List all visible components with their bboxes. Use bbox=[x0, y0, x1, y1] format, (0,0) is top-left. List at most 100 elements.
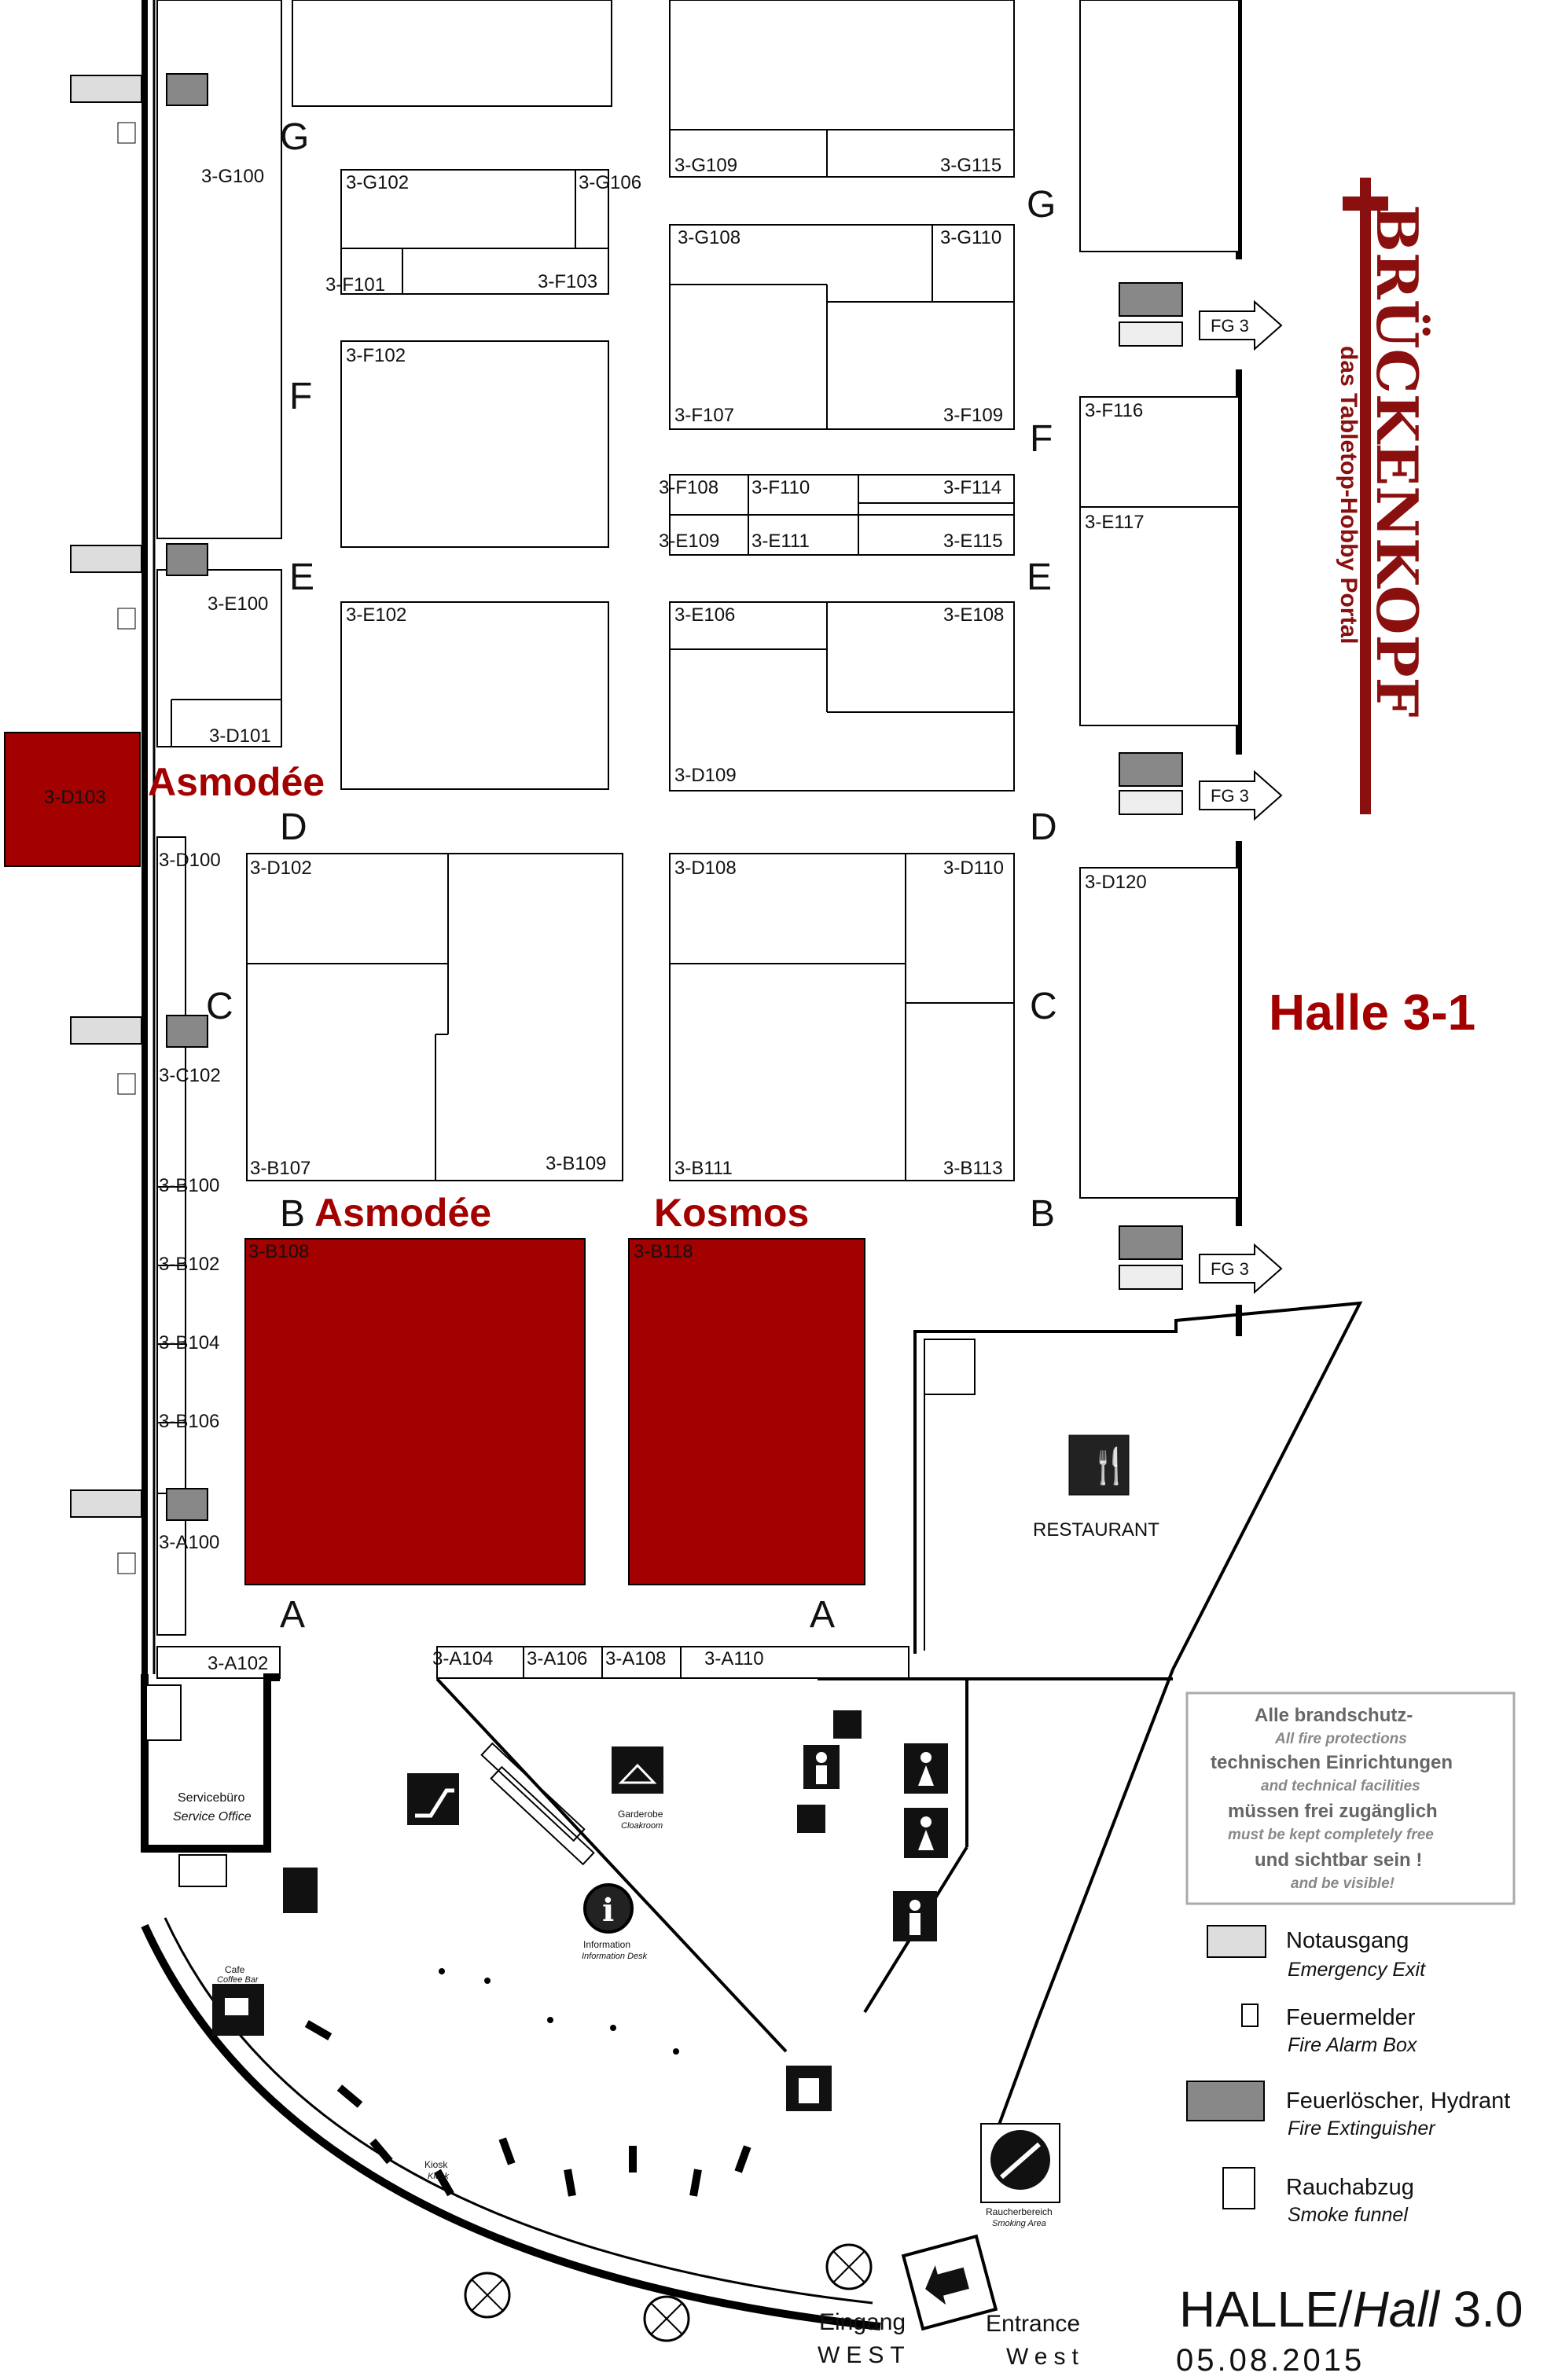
restaurant-label: RESTAURANT bbox=[1033, 1519, 1159, 1541]
stand-label: 3-B113 bbox=[943, 1158, 1003, 1179]
stand-label: 3-E102 bbox=[346, 604, 406, 626]
stand-block-f116 bbox=[1079, 396, 1240, 726]
fire-extinguisher-icon bbox=[1186, 2081, 1265, 2121]
stand-label: 3-E100 bbox=[208, 593, 268, 615]
stand-label: 3-E106 bbox=[674, 604, 735, 626]
stand-block-d120 bbox=[1079, 867, 1240, 1199]
stand-label: 3-G109 bbox=[674, 155, 737, 176]
legend-label-en: Smoke funnel bbox=[1288, 2204, 1409, 2226]
stand-label: 3-A104 bbox=[432, 1648, 493, 1669]
row-label-b-right: B bbox=[1030, 1193, 1055, 1235]
revolving-doors[interactable] bbox=[464, 2243, 873, 2342]
escalator-icon bbox=[407, 1773, 459, 1825]
row-label-f-left: F bbox=[289, 376, 312, 417]
row-label-e-right: E bbox=[1027, 556, 1052, 598]
stand-label: 3-E108 bbox=[943, 604, 1004, 626]
stand-block-e106 bbox=[669, 601, 1015, 791]
information-label: Information bbox=[583, 1939, 630, 1950]
row-label-c-right: C bbox=[1030, 986, 1057, 1027]
stand-block-g108 bbox=[669, 224, 1015, 430]
service-office-label: Servicebüro bbox=[178, 1791, 244, 1805]
stand-block-e100 bbox=[156, 569, 282, 747]
exhibitor-label-asmodee-b108: Asmodée bbox=[314, 1191, 491, 1235]
restaurant-area: 🍴 bbox=[913, 1301, 1363, 1670]
kiosk-label-en: Kiosk bbox=[428, 2172, 449, 2181]
stand-d103-asmodee[interactable] bbox=[4, 732, 141, 867]
brueckenkopf-logo: BRÜCKENKOPF das Tabletop-Hobby Portal bbox=[1336, 178, 1431, 814]
stand-label: 3-D120 bbox=[1085, 872, 1147, 893]
cafe-label-en: Coffee Bar bbox=[217, 1975, 259, 1985]
lobby-pillars bbox=[304, 1968, 751, 2197]
stand-label: 3-E109 bbox=[659, 531, 719, 552]
legend-label-en: Fire Extinguisher bbox=[1288, 2117, 1436, 2139]
logo-tagline: das Tabletop-Hobby Portal bbox=[1336, 346, 1361, 644]
left-wall bbox=[141, 0, 156, 1674]
legend-label: Rauchabzug bbox=[1286, 2175, 1414, 2200]
information-icon bbox=[583, 1883, 634, 1934]
entrance-label-de: Eingang bbox=[819, 2309, 906, 2335]
stand-label: 3-D103 bbox=[44, 787, 106, 808]
row-label-d-left: D bbox=[280, 806, 307, 848]
smoke-funnel-icon bbox=[1222, 2167, 1255, 2209]
notice-line: must be kept completely free bbox=[1228, 1827, 1434, 1843]
stand-block-e102 bbox=[340, 601, 609, 790]
stand-block-top-left bbox=[292, 0, 612, 107]
cloakroom-label-en: Cloakroom bbox=[621, 1821, 663, 1831]
left-wall-safety-markers bbox=[70, 73, 208, 1574]
stand-b118-kosmos[interactable] bbox=[628, 1238, 865, 1585]
plan-title: HALLE/Hall 3.0 bbox=[1179, 2281, 1523, 2338]
stand-block-f102 bbox=[340, 340, 609, 548]
row-label-c-left: C bbox=[206, 986, 233, 1027]
smoking-area-label-en: Smoking Area bbox=[992, 2219, 1046, 2228]
stand-label: 3-G108 bbox=[678, 227, 740, 248]
legend-label: Notausgang bbox=[1286, 1928, 1409, 1953]
stand-a102-box bbox=[156, 1646, 281, 1679]
row-label-f-right: F bbox=[1030, 418, 1053, 460]
stand-block-d108 bbox=[669, 853, 1015, 1181]
legend-label-en: Fire Alarm Box bbox=[1288, 2034, 1418, 2056]
row-label-d-right: D bbox=[1030, 806, 1057, 848]
stand-label: 3-F114 bbox=[943, 477, 1001, 498]
fire-alarm-icon bbox=[1241, 2004, 1259, 2027]
toilets bbox=[797, 1710, 948, 1941]
notice-line: und sichtbar sein ! bbox=[1255, 1849, 1422, 1871]
exhibitor-label-asmodee-d103: Asmodée bbox=[148, 760, 325, 804]
stand-label: 3-D100 bbox=[159, 850, 221, 871]
legend-label: Feuermelder bbox=[1286, 2005, 1416, 2030]
fire-gate-label: FG 3 bbox=[1211, 786, 1249, 806]
stand-label: 3-F102 bbox=[346, 345, 406, 366]
restaurant-icon bbox=[1068, 1434, 1130, 1496]
stand-label: 3-B102 bbox=[159, 1254, 219, 1275]
fire-gate-label: FG 3 bbox=[1211, 1259, 1249, 1279]
service-office-label-en: Service Office bbox=[173, 1810, 252, 1824]
stand-block-g102 bbox=[340, 169, 609, 295]
stand-label: 3-E115 bbox=[943, 531, 1003, 552]
stand-label: 3-B106 bbox=[159, 1411, 219, 1432]
notice-line: technischen Einrichtungen bbox=[1211, 1752, 1453, 1773]
stand-label: 3-G100 bbox=[201, 166, 264, 187]
legend-label: Feuerlöscher, Hydrant bbox=[1286, 2088, 1510, 2114]
exhibitor-label-kosmos-b118: Kosmos bbox=[654, 1191, 809, 1235]
stand-label: 3-F101 bbox=[325, 274, 385, 296]
notice-line: and technical facilities bbox=[1261, 1778, 1420, 1794]
stand-label: 3-B109 bbox=[546, 1153, 606, 1174]
notice-line: All fire protections bbox=[1274, 1731, 1407, 1747]
stand-label: 3-D101 bbox=[209, 725, 271, 747]
stand-label: 3-A108 bbox=[605, 1648, 666, 1669]
cafe-label: Cafe bbox=[225, 1964, 245, 1975]
stand-label: 3-F107 bbox=[674, 405, 734, 426]
stand-label: 3-F109 bbox=[943, 405, 1003, 426]
notice-line: müssen frei zugänglich bbox=[1228, 1801, 1438, 1822]
plan-title-number: 3.0 bbox=[1439, 2281, 1523, 2338]
stand-label: 3-F116 bbox=[1085, 400, 1143, 421]
stand-label: 3-F110 bbox=[751, 477, 810, 498]
stand-label: 3-D108 bbox=[674, 858, 737, 879]
row-label-a-right: A bbox=[810, 1594, 835, 1636]
stand-b108-asmodee[interactable] bbox=[244, 1238, 586, 1585]
stand-label: 3-E117 bbox=[1085, 512, 1145, 533]
stand-label: 3-B100 bbox=[159, 1175, 219, 1196]
stand-label: 3-G102 bbox=[346, 172, 409, 193]
stand-a104-a110-strip bbox=[436, 1646, 909, 1679]
entrance-label-en-west: West bbox=[1006, 2344, 1085, 2370]
stand-label: 3-B107 bbox=[250, 1158, 311, 1179]
